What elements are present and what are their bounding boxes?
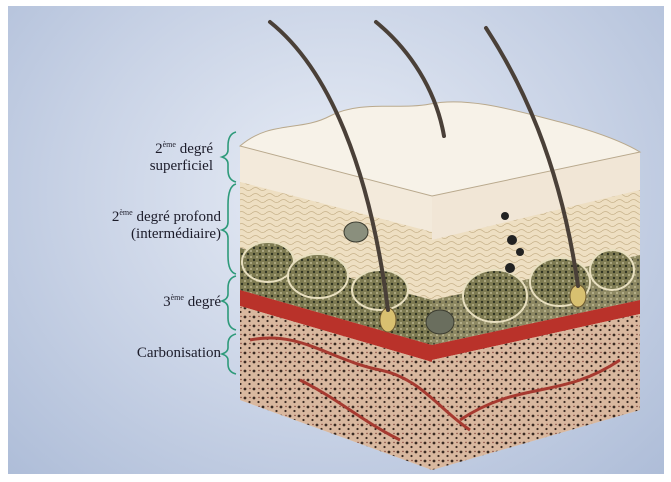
label-third-degree: degré	[184, 294, 221, 310]
layer-brackets	[222, 132, 236, 374]
label-superficial-num: 2	[155, 141, 163, 157]
label-deep-name: (intermédiaire)	[131, 226, 221, 242]
bracket-deep	[222, 184, 236, 274]
label-superficial-name: superficiel	[150, 158, 213, 174]
bracket-third	[222, 276, 236, 330]
label-deep-sup: ème	[119, 208, 132, 217]
label-deep: 2ème degré profond (intermédiaire)	[112, 204, 221, 243]
label-superficial-degree: degré	[176, 141, 213, 157]
label-carbonisation-text: Carbonisation	[137, 345, 221, 361]
block-right-face	[432, 152, 640, 470]
block-front-face	[240, 146, 432, 470]
bracket-carbon	[222, 334, 236, 374]
label-third: 3ème degré	[163, 289, 221, 311]
label-third-num: 3	[163, 294, 171, 310]
label-carbonisation: Carbonisation	[137, 345, 221, 362]
bracket-superficial	[222, 132, 236, 182]
label-third-sup: ème	[171, 293, 184, 302]
label-superficial: 2ème degré superficiel	[150, 136, 213, 175]
label-superficial-sup: ème	[163, 140, 176, 149]
label-deep-degree: degré profond	[133, 209, 221, 225]
